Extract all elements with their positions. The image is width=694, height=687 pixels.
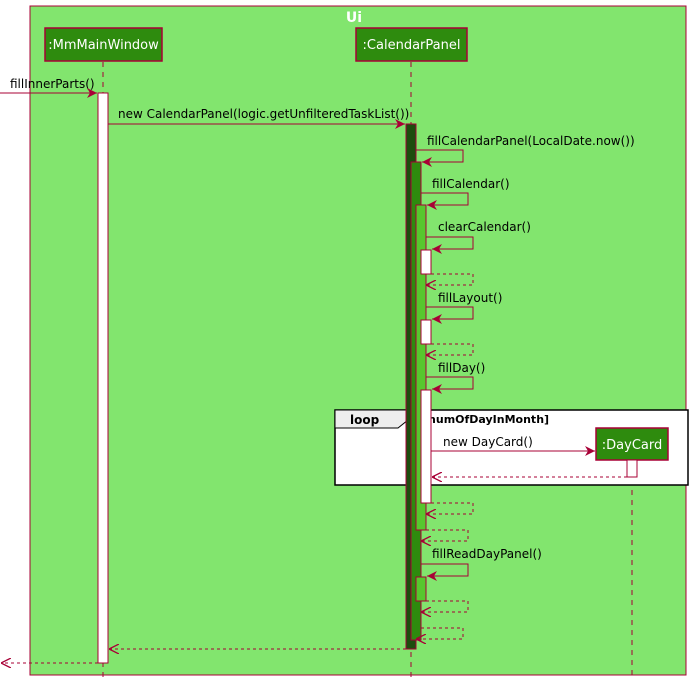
return-clear-calendar	[426, 273, 474, 285]
arrow-fill-calendar	[421, 192, 469, 210]
participant-day-card	[595, 427, 669, 461]
loop-keyword: loop	[350, 413, 380, 427]
return-fill-layout	[426, 343, 474, 355]
msg-new-day-card: new DayCard()	[443, 435, 533, 449]
activation-fill-read-day-panel	[415, 576, 427, 602]
arrow-fill-day	[426, 376, 474, 394]
msg-fill-read-day-panel: fillReadDayPanel()	[432, 547, 542, 561]
arrow-fill-read-day-panel	[421, 563, 469, 581]
return-fill-calendar	[421, 529, 469, 541]
return-fill-calendar-panel	[416, 627, 464, 639]
msg-clear-calendar: clearCalendar()	[438, 220, 531, 234]
participant-calendar-panel	[355, 27, 468, 62]
msg-fill-calendar: fillCalendar()	[432, 177, 510, 191]
ui-frame-title: Ui	[346, 10, 362, 26]
activation-fill-calendar	[415, 204, 427, 531]
activation-clear-calendar	[420, 249, 432, 275]
participant-day-card-label: :DayCard	[602, 438, 662, 453]
activation-fill-layout	[420, 319, 432, 345]
arrow-fill-calendar-panel	[416, 149, 464, 167]
return-fill-read-day-panel	[421, 600, 469, 612]
activation-main-window	[97, 92, 109, 664]
return-fill-day	[426, 502, 474, 514]
participant-main-window	[44, 27, 163, 62]
msg-fill-inner-parts: fillInnerParts()	[10, 77, 95, 91]
loop-guard: [numOfDayInMonth]	[423, 413, 549, 426]
ui-frame	[29, 5, 687, 676]
msg-new-calendar-panel: new CalendarPanel(logic.getUnfilteredTas…	[118, 107, 409, 121]
activation-fill-day	[420, 389, 432, 504]
loop-fragment-tab	[334, 409, 409, 429]
activation-day-card	[626, 459, 638, 478]
arrow-clear-calendar	[426, 236, 474, 254]
msg-fill-day: fillDay()	[438, 361, 485, 375]
participant-main-window-label: :MmMainWindow	[48, 38, 159, 53]
arrow-fill-layout	[426, 306, 474, 324]
msg-fill-layout: fillLayout()	[438, 291, 502, 305]
participant-calendar-panel-label: :CalendarPanel	[363, 38, 461, 53]
msg-fill-calendar-panel: fillCalendarPanel(LocalDate.now())	[427, 134, 635, 148]
